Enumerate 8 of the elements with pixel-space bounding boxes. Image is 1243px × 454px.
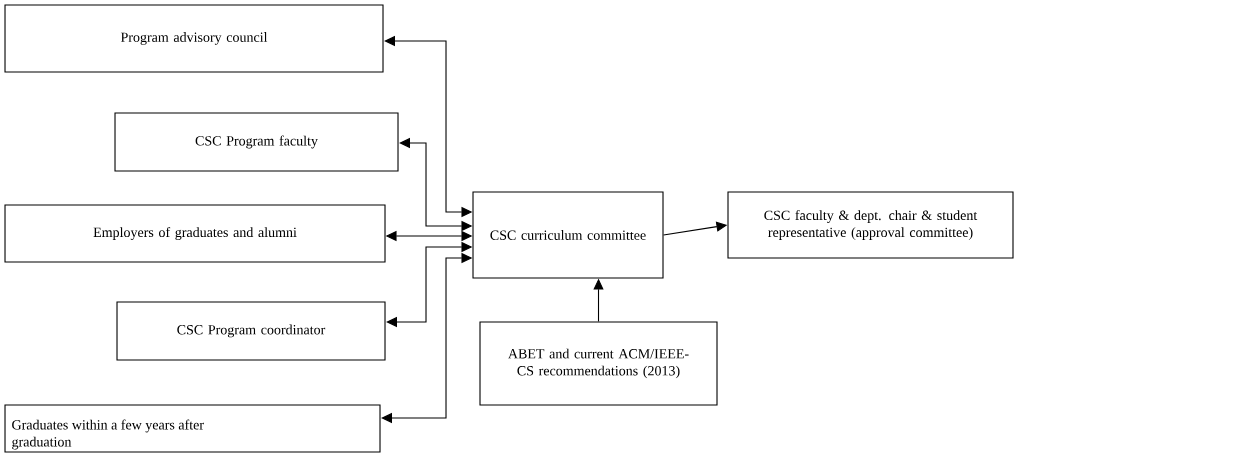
process-box: CSC curriculum committee [472, 191, 664, 279]
process-box: Employers of graduates and alumni [4, 204, 386, 263]
process-box: ABET and current ACM/IEEE-CS recommendations (2013) [479, 321, 718, 406]
process-box: Graduates within a few years after graduation [4, 404, 381, 453]
process-box: CSC faculty & dept. chair & student representative (approval committee) [727, 191, 1014, 259]
process-box: CSC Program faculty [114, 112, 399, 172]
process-box: Program advisory council [4, 4, 384, 73]
process-box: CSC Program coordinator [116, 301, 386, 361]
